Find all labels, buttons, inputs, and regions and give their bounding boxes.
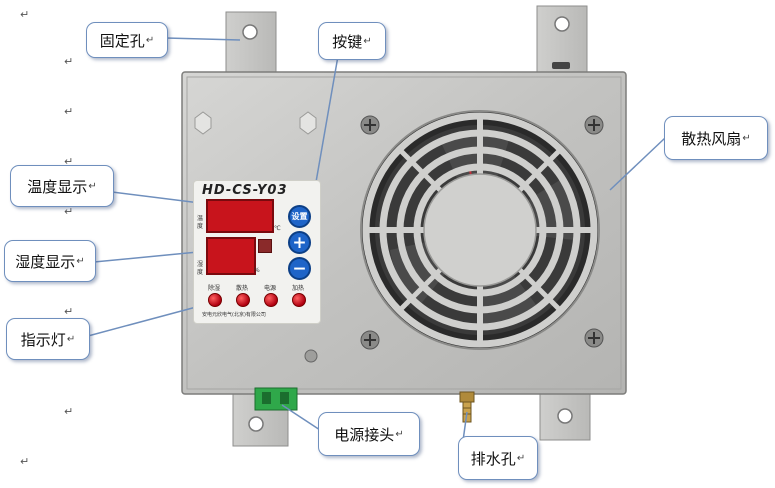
indicator-led-dehumid — [208, 293, 222, 307]
fixing-hole-icon — [557, 408, 573, 424]
paragraph-mark: ↵ — [363, 35, 372, 47]
paragraph-mark: ↵ — [64, 305, 74, 318]
paragraph-mark: ↵ — [516, 452, 526, 464]
percent-unit: % — [254, 267, 260, 274]
indicator-led-heating — [292, 293, 306, 307]
paragraph-mark: ↵ — [64, 205, 74, 218]
label-fixing-hole: 固定孔↵ — [86, 22, 168, 58]
temp-side-label-2: 度 — [197, 223, 204, 230]
label-key: 按键↵ — [318, 22, 386, 60]
label-fan: 散热风扇↵ — [664, 116, 768, 160]
temp-side-label-1: 温 — [197, 215, 204, 222]
label-drain-hole: 排水孔↵ — [458, 436, 538, 480]
paragraph-mark: ↵ — [66, 333, 76, 345]
paragraph-mark: ↵ — [395, 428, 404, 440]
hex-nut-icon — [194, 111, 212, 135]
paragraph-mark: ↵ — [88, 180, 97, 192]
temperature-lcd — [206, 199, 274, 233]
screw-icon — [304, 349, 318, 363]
label-indicator-text: 指示灯 — [20, 330, 66, 349]
label-power-connector-text: 电源接头 — [334, 425, 395, 444]
label-drain-hole-text: 排水孔 — [470, 449, 516, 468]
screw-icon — [584, 328, 604, 348]
led-label-dehumid: 除湿 — [208, 285, 221, 292]
top-left-bracket — [225, 11, 277, 77]
led-label-cooling: 散热 — [236, 285, 249, 292]
model-number: HD-CS-Y03 — [202, 183, 288, 198]
label-temp-display: 温度显示↵ — [10, 165, 114, 207]
power-connector — [254, 387, 298, 411]
top-right-bracket — [536, 5, 588, 77]
label-humidity-display-text: 湿度显示 — [15, 252, 76, 271]
label-temp-display-text: 温度显示 — [27, 177, 88, 196]
humid-side-label-1: 湿 — [197, 261, 204, 268]
humidity-lcd — [206, 237, 256, 275]
hex-nut-icon — [299, 111, 317, 135]
paragraph-mark: ↵ — [64, 155, 74, 168]
drain-nozzle — [459, 391, 475, 423]
paragraph-mark: ↵ — [20, 8, 30, 21]
fixing-hole-icon — [242, 24, 258, 40]
humid-side-label-2: 度 — [197, 269, 204, 276]
led-label-heating: 加热 — [292, 285, 305, 292]
fixing-hole-icon — [554, 16, 570, 32]
label-indicator: 指示灯↵ — [6, 318, 90, 360]
screw-icon — [584, 115, 604, 135]
maker-text: 安电元欣电气(北京)有限公司 — [202, 312, 266, 318]
minus-button[interactable]: − — [288, 257, 311, 280]
label-power-connector: 电源接头↵ — [318, 412, 420, 456]
label-fan-text: 散热风扇 — [681, 129, 742, 148]
led-label-power: 电源 — [264, 285, 277, 292]
bottom-right-bracket — [539, 389, 591, 441]
control-panel: HD-CS-Y03 温 度 ℃ 湿 度 % 设置 + − 除湿 散热 电源 加热… — [193, 180, 321, 324]
status-square — [258, 239, 272, 253]
indicator-led-cooling — [236, 293, 250, 307]
cooling-fan — [360, 110, 600, 350]
screw-icon — [360, 330, 380, 350]
paragraph-mark: ↵ — [64, 55, 74, 68]
indicator-led-power — [264, 293, 278, 307]
paragraph-mark: ↵ — [742, 132, 751, 144]
label-key-text: 按键 — [332, 32, 363, 51]
paragraph-mark: ↵ — [145, 34, 155, 46]
paragraph-mark: ↵ — [76, 255, 85, 267]
paragraph-mark: ↵ — [64, 405, 74, 418]
celsius-unit: ℃ — [274, 225, 281, 232]
label-fixing-hole-text: 固定孔 — [99, 31, 145, 50]
fixing-hole-icon — [248, 416, 264, 432]
label-humidity-display: 湿度显示↵ — [4, 240, 96, 282]
plus-button[interactable]: + — [288, 231, 311, 254]
screw-icon — [360, 115, 380, 135]
paragraph-mark: ↵ — [20, 455, 30, 468]
set-button[interactable]: 设置 — [288, 205, 311, 228]
paragraph-mark: ↵ — [64, 105, 74, 118]
